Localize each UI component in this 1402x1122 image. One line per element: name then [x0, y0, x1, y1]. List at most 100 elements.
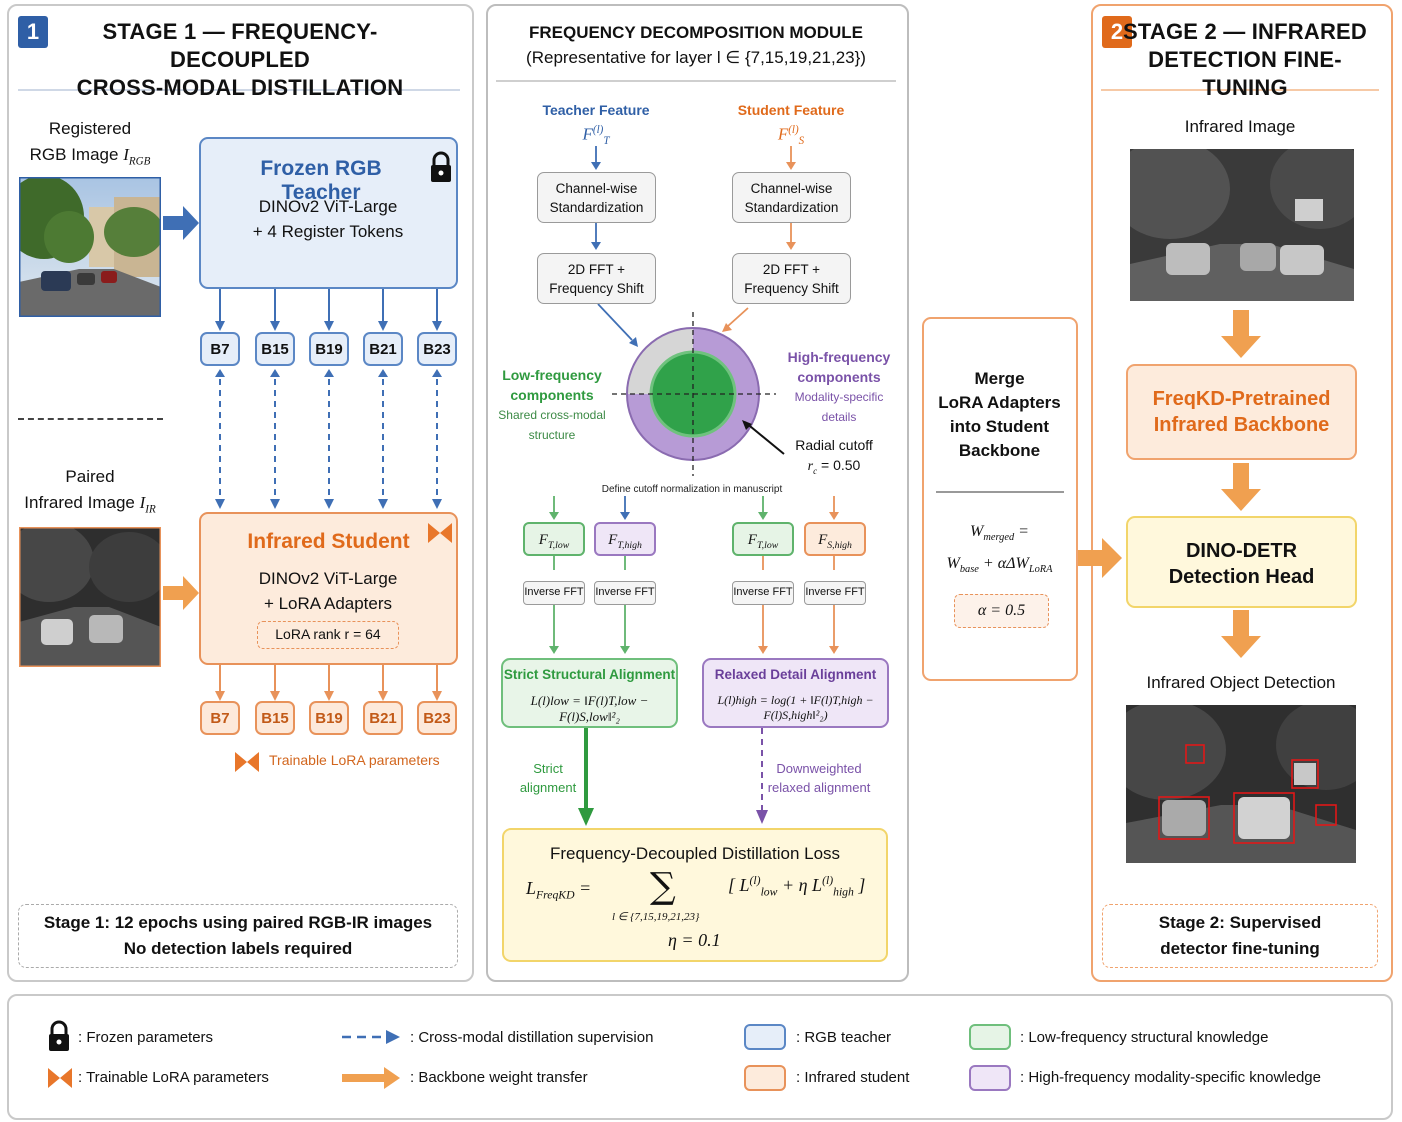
radial-sub: c — [813, 465, 818, 476]
f-teacher-low-sym: F — [538, 532, 548, 548]
student-feature-text: Student Feature — [737, 102, 845, 118]
inverse-fft-box-1: Inverse FFT — [523, 581, 585, 605]
relaxed-note-line1: Downweighted — [776, 761, 862, 776]
ir-image-label: Paired Infrared Image IIR — [10, 464, 170, 522]
student-block-b7: B7 — [200, 701, 240, 735]
eta-value: η = 0.1 — [668, 930, 721, 950]
teacher-block-b7: B7 — [200, 332, 240, 366]
rgb-label-line2-wrap: RGB Image IRGB — [10, 142, 170, 174]
stage1-title: STAGE 1 — FREQUENCY-DECOUPLED CROSS-MODA… — [55, 18, 425, 102]
teacher-feature-text: Teacher Feature — [542, 102, 650, 118]
high-freq-desc1: Modality-specific — [794, 390, 884, 404]
f-teacher-low-sub: T,low — [547, 540, 570, 551]
head-line1: DINO-DETR — [1185, 540, 1298, 562]
f-student-high-sub: S,high — [827, 540, 852, 551]
teacher-fft-box: 2D FFT + Frequency Shift — [537, 253, 656, 304]
rgb-image — [19, 177, 161, 317]
fdm-connector-arrows — [549, 146, 839, 826]
merge-line1: Merge — [974, 369, 1025, 388]
teacher-line2: + 4 Register Tokens — [252, 222, 404, 241]
merge-lora-box: Merge LoRA Adapters into Student Backbon… — [922, 317, 1078, 681]
relaxed-note-line2: relaxed alignment — [767, 780, 871, 795]
legend-frozen: : Frozen parameters — [78, 1029, 214, 1046]
merge-text: Merge LoRA Adapters into Student Backbon… — [924, 367, 1075, 463]
detection-head-box: DINO-DETR Detection Head — [1126, 516, 1357, 608]
f-student-high-box: FS,high — [804, 522, 866, 556]
student-fft-line2: Frequency Shift — [744, 281, 839, 296]
infrared-student-box: Infrared Student DINOv2 ViT-Large + LoRA… — [199, 512, 458, 665]
legend-orange-arrow-icon — [342, 1067, 400, 1089]
ir-symbol-letter: I — [139, 493, 146, 512]
strict-alignment-box: Strict Structural Alignment L(l)low = ‖F… — [501, 658, 678, 728]
stage2-footer-line1: Stage 2: Supervised — [1158, 913, 1322, 932]
f-student-low-sub: T,low — [756, 540, 779, 551]
f-teacher-low-box: FT,low — [523, 522, 585, 556]
legend-rgb-teacher-swatch — [744, 1024, 786, 1050]
frozen-rgb-teacher-box: Frozen RGB Teacher DINOv2 ViT-Large + 4 … — [199, 137, 458, 289]
f-student-low-sym: F — [747, 532, 757, 548]
high-freq-line1: High-frequency — [787, 349, 891, 365]
radial-line2-wrap: rc = 0.50 — [786, 455, 882, 481]
trainable-bowtie-icon — [235, 752, 259, 772]
loss-lhs-letter: L — [526, 878, 537, 898]
legend-rgb-teacher: : RGB teacher — [796, 1029, 892, 1046]
teacher-block-b21: B21 — [363, 332, 403, 366]
ir-to-student-arrow — [163, 576, 199, 610]
distillation-loss-box: Frequency-Decoupled Distillation Loss LF… — [502, 828, 888, 962]
relaxed-formula: L(l)high = log(1 + ‖F(l)T,high − F(l)S,h… — [717, 693, 874, 722]
merge-w-rest: + αΔW — [978, 555, 1029, 573]
strict-note: Strict alignment — [503, 759, 593, 797]
student-line2: + LoRA Adapters — [263, 594, 393, 613]
loss-sum-index: l ∈ {7,15,19,21,23} — [612, 911, 700, 923]
radial-line1: Radial cutoff — [795, 437, 873, 453]
rgb-label-line2: RGB Image — [29, 145, 119, 164]
backbone-line2: Infrared Backbone — [1153, 414, 1330, 436]
loss-lhs: LFreqKD = — [526, 878, 592, 902]
legend-low-freq-swatch — [969, 1024, 1011, 1050]
student-feature-symbol: F(l)S — [721, 120, 861, 151]
stage1-footer-line2: No detection labels required — [123, 939, 353, 958]
student-block-b15: B15 — [255, 701, 295, 735]
merge-divider — [936, 491, 1064, 493]
legend-infrared-student: : Infrared student — [796, 1069, 910, 1086]
merge-line2: LoRA Adapters — [938, 393, 1061, 412]
relaxed-title: Relaxed Detail Alignment — [714, 667, 877, 682]
student-feature-sub: S — [798, 135, 805, 148]
loss-title: Frequency-Decoupled Distillation Loss — [549, 844, 841, 863]
frequency-spectrum-diagram — [612, 312, 776, 476]
student-std-line2: Standardization — [744, 200, 839, 215]
legend-high-freq-swatch — [969, 1065, 1011, 1091]
stage2-arrow-1 — [1221, 310, 1261, 358]
fdm-panel — [486, 4, 909, 982]
low-frequency-label: Low-frequency components Shared cross-mo… — [490, 365, 614, 445]
strict-formula: L(l)low = ‖F(l)T,low − F(l)S,low‖²₂ — [530, 693, 649, 724]
stage1-title-line1: STAGE 1 — FREQUENCY-DECOUPLED — [102, 19, 378, 72]
f-teacher-high-sym: F — [608, 532, 618, 548]
student-block-b19: B19 — [309, 701, 349, 735]
bowtie-lora-icon — [428, 523, 452, 543]
ir-symbol: IIR — [139, 493, 156, 515]
student-fft-line1: 2D FFT + — [762, 262, 821, 277]
f-teacher-high-box: FT,high — [594, 522, 656, 556]
stage2-footer: Stage 2: Supervised detector fine-tuning — [1102, 904, 1378, 968]
detection-label: Infrared Object Detection — [1146, 673, 1336, 692]
teacher-block-b19: B19 — [309, 332, 349, 366]
teacher-feature-sup: (l) — [592, 124, 604, 136]
merge-w-merged-sub: merged — [983, 532, 1015, 544]
merge-formula: Wmerged = Wbase + αΔWLoRA — [924, 519, 1075, 583]
infrared-image-label: Infrared Image — [1184, 117, 1296, 136]
merge-line3: into Student — [949, 417, 1050, 436]
inverse-fft-box-4: Inverse FFT — [804, 581, 866, 605]
legend-weight-transfer: : Backbone weight transfer — [410, 1069, 588, 1086]
strict-note-line1: Strict — [533, 761, 563, 776]
fdm-title-line2: (Representative for layer l ∈ {7,15,19,2… — [526, 48, 866, 67]
legend-trainable: : Trainable LoRA parameters — [78, 1069, 269, 1086]
stage1-footer: Stage 1: 12 epochs using paired RGB-IR i… — [18, 904, 458, 968]
teacher-title: Frozen RGB Teacher — [260, 157, 382, 204]
fdm-title: FREQUENCY DECOMPOSITION MODULE (Represen… — [490, 20, 902, 70]
stage2-title: STAGE 2 — INFRARED DETECTION FINE-TUNING — [1120, 18, 1370, 102]
rgb-to-teacher-arrow — [163, 206, 199, 240]
legend-infrared-student-swatch — [744, 1065, 786, 1091]
strict-title: Strict Structural Alignment — [503, 667, 676, 682]
teacher-fft-line1: 2D FFT + — [567, 262, 626, 277]
